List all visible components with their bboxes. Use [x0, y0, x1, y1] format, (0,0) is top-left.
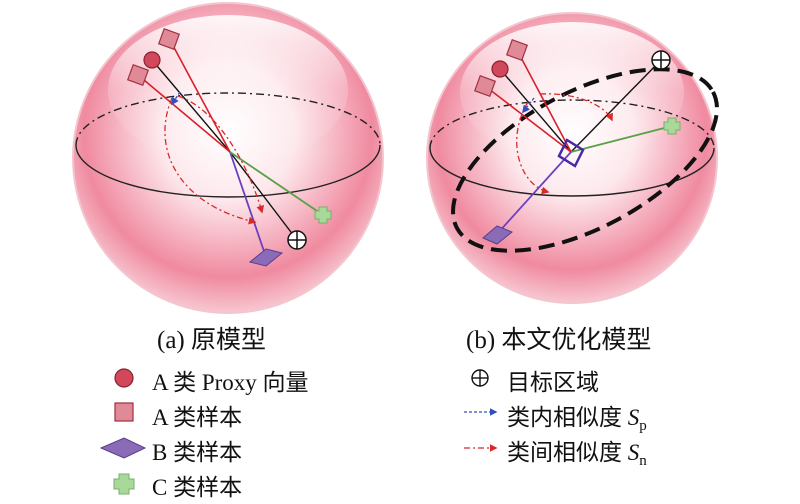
legend-c-sample-label: C 类样本 [152, 475, 243, 500]
sphere-b-equator-front [429, 147, 715, 197]
line-a-c [229, 151, 324, 216]
legend-a-sample-icon [114, 402, 134, 422]
sn-arrow-b2 [539, 93, 613, 122]
caption-a: (a) 原模型 [157, 327, 266, 354]
sphere-b [426, 12, 719, 304]
legend-proxy-icon [114, 368, 134, 388]
line-b-proxy [499, 68, 572, 153]
legend-sn-subscript: n [639, 453, 647, 469]
sn-arrow-a2 [177, 95, 265, 214]
legend-a-sample-label: A 类样本 [152, 405, 243, 430]
b-sample-marker-b [482, 225, 513, 245]
line-a-sample2 [137, 74, 231, 153]
c-sample-marker-a [314, 206, 332, 224]
sn-arrow-b1 [516, 101, 550, 195]
legend-target-label: 目标区域 [507, 370, 599, 395]
legend-target-icon [471, 369, 489, 387]
line-b-sample1 [516, 49, 572, 153]
target-marker-a [287, 230, 307, 250]
legend-b-sample-icon [99, 437, 147, 459]
legend-sp-text: 类内相似度 [507, 405, 622, 430]
b-sample-marker-a [248, 248, 284, 267]
line-a-b [229, 151, 267, 258]
line-b-sample2 [484, 85, 572, 153]
proxy-marker-a [143, 51, 161, 69]
line-b-target [570, 59, 662, 153]
c-sample-marker-b [663, 117, 681, 135]
legend-sp-subscript: p [639, 418, 647, 434]
line-b-b [496, 151, 572, 235]
line-b-c [570, 125, 673, 153]
target-region-ellipse [451, 67, 719, 253]
sn-arrow-a1 [164, 97, 257, 225]
sphere-b-equator-back [429, 99, 715, 149]
a-sample-marker-b2 [473, 74, 497, 98]
a-sample-marker-a2 [126, 63, 150, 87]
caption-b: (b) 本文优化模型 [466, 327, 652, 354]
legend-sn-symbol: S [627, 440, 640, 465]
legend-b-sample-label: B 类样本 [152, 440, 243, 465]
target-marker-b [651, 50, 671, 70]
legend-sp-symbol: S [627, 405, 640, 430]
line-a-sample1 [169, 39, 231, 153]
line-a-proxy [151, 59, 231, 153]
center-diamond-b [557, 138, 585, 168]
legend-sn-text: 类间相似度 [507, 440, 622, 465]
sp-arrow-b [522, 97, 535, 114]
line-a-target [229, 151, 298, 241]
proxy-marker-b [491, 60, 509, 78]
legend-c-sample-icon [113, 473, 135, 495]
a-sample-marker-b1 [505, 38, 529, 62]
sp-arrow-a [171, 91, 181, 106]
legend-markers [99, 368, 498, 495]
legend-sn-label: 类间相似度 Sn [507, 433, 647, 470]
sphere-a-equator-back [75, 92, 381, 146]
sphere-a [72, 2, 384, 314]
a-sample-marker-a1 [157, 27, 181, 51]
legend-proxy-label: A 类 Proxy 向量 [152, 370, 309, 395]
sphere-a-equator-front [75, 144, 381, 198]
sphere-a-highlight [108, 15, 348, 165]
legend-sp-label: 类内相似度 Sp [507, 398, 647, 435]
